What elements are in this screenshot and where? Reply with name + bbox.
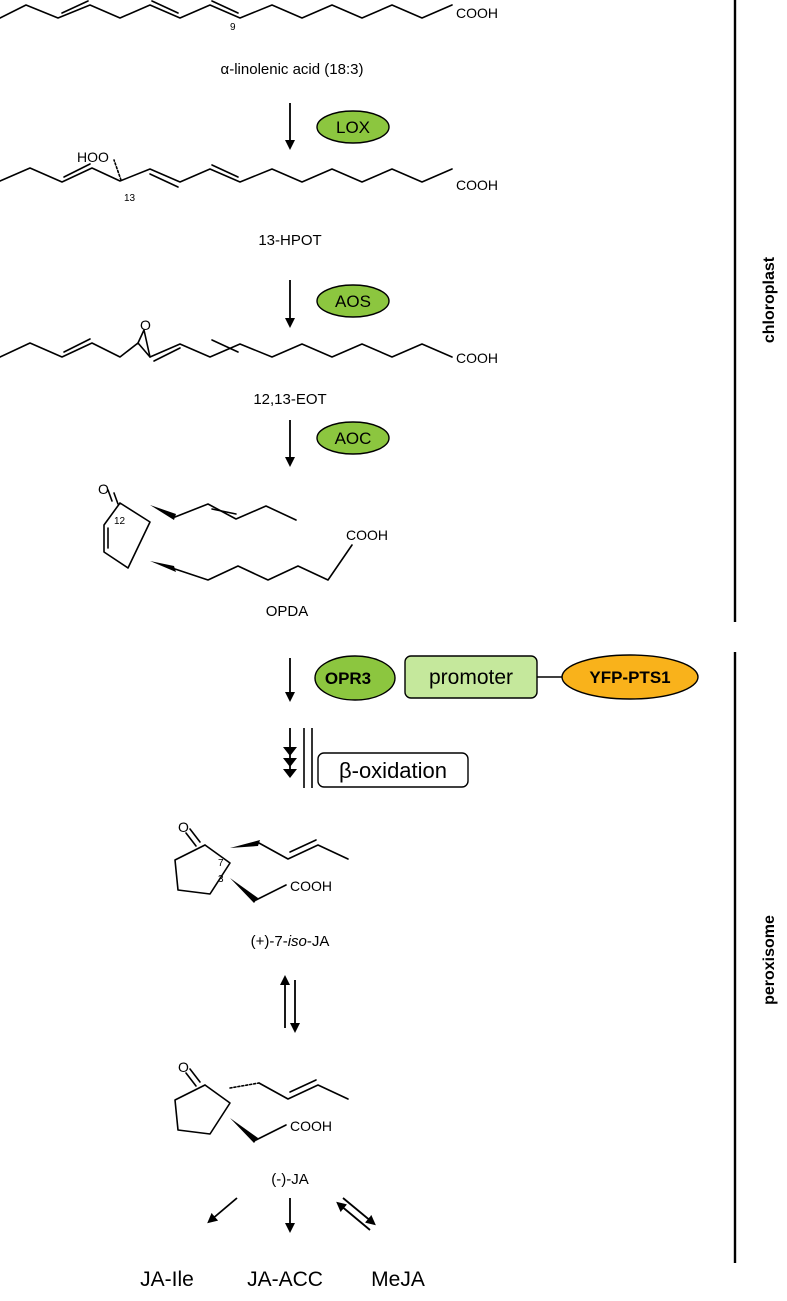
cooh-label: COOH — [290, 1118, 332, 1134]
cooh-label: COOH — [346, 527, 388, 543]
13-hpot-structure: HOO 13 COOH — [0, 149, 498, 204]
aoc-label: AOC — [335, 429, 372, 448]
ja-ketone-oxygen: O — [178, 1059, 189, 1075]
ja-ile-label: JA-Ile — [140, 1268, 194, 1291]
promoter-label: promoter — [429, 666, 513, 689]
atom-number-13: 13 — [124, 193, 136, 204]
cooh-label: COOH — [290, 878, 332, 894]
ja-structure: O COOH — [174, 1059, 349, 1143]
atom-number-12: 12 — [114, 516, 126, 527]
opda-label: OPDA — [266, 603, 309, 620]
13-hpot-label: 13-HPOT — [258, 232, 321, 249]
yfp-pts1-oval — [561, 654, 699, 700]
opr3-label: OPR3 — [325, 669, 371, 688]
aos-enzyme-oval — [316, 284, 390, 318]
lox-label: LOX — [336, 118, 370, 137]
lox-enzyme-oval — [316, 110, 390, 144]
iso-ja-structure: O 7 3 COOH — [174, 819, 349, 903]
hoo-label: HOO — [77, 149, 109, 165]
atom-number-7: 7 — [218, 858, 224, 869]
opda-ketone-oxygen: O — [98, 481, 109, 497]
ja-label: (-)-JA — [271, 1171, 309, 1188]
alpha-linolenic-acid-label: α-linolenic acid (18:3) — [221, 61, 364, 78]
atom-number-3: 3 — [218, 874, 224, 885]
arrow-from-meja — [336, 1201, 371, 1231]
beta-oxidation-label: β-oxidation — [339, 758, 447, 783]
arrow-to-meja — [342, 1197, 376, 1226]
alpha-linolenic-acid-structure: 9 COOH — [0, 0, 498, 33]
aos-label: AOS — [335, 292, 371, 311]
meja-label: MeJA — [371, 1268, 425, 1291]
peroxisome-label: peroxisome — [761, 915, 778, 1005]
ja-acc-label: JA-ACC — [247, 1268, 323, 1291]
arrow-to-ja-ile — [207, 1197, 238, 1224]
12-13-eot-label: 12,13-EOT — [253, 391, 326, 408]
opda-structure: O 12 COOH — [98, 481, 388, 581]
12-13-eot-structure: O COOH — [0, 317, 498, 366]
atom-number-9: 9 — [230, 22, 236, 33]
iso-ja-ketone-oxygen: O — [178, 819, 189, 835]
beta-oxidation-box — [317, 752, 469, 788]
cooh-label: COOH — [456, 177, 498, 193]
aoc-enzyme-oval — [316, 421, 390, 455]
opr3-enzyme-oval — [314, 655, 396, 701]
iso-ja-label: (+)-7-iso-JA — [251, 933, 330, 950]
cooh-label: COOH — [456, 350, 498, 366]
cooh-label: COOH — [456, 5, 498, 21]
chloroplast-label: chloroplast — [761, 256, 778, 343]
beta-oxidation-arrows — [283, 728, 297, 778]
epoxide-oxygen-label: O — [140, 317, 151, 333]
yfp-pts1-label: YFP-PTS1 — [589, 668, 670, 687]
